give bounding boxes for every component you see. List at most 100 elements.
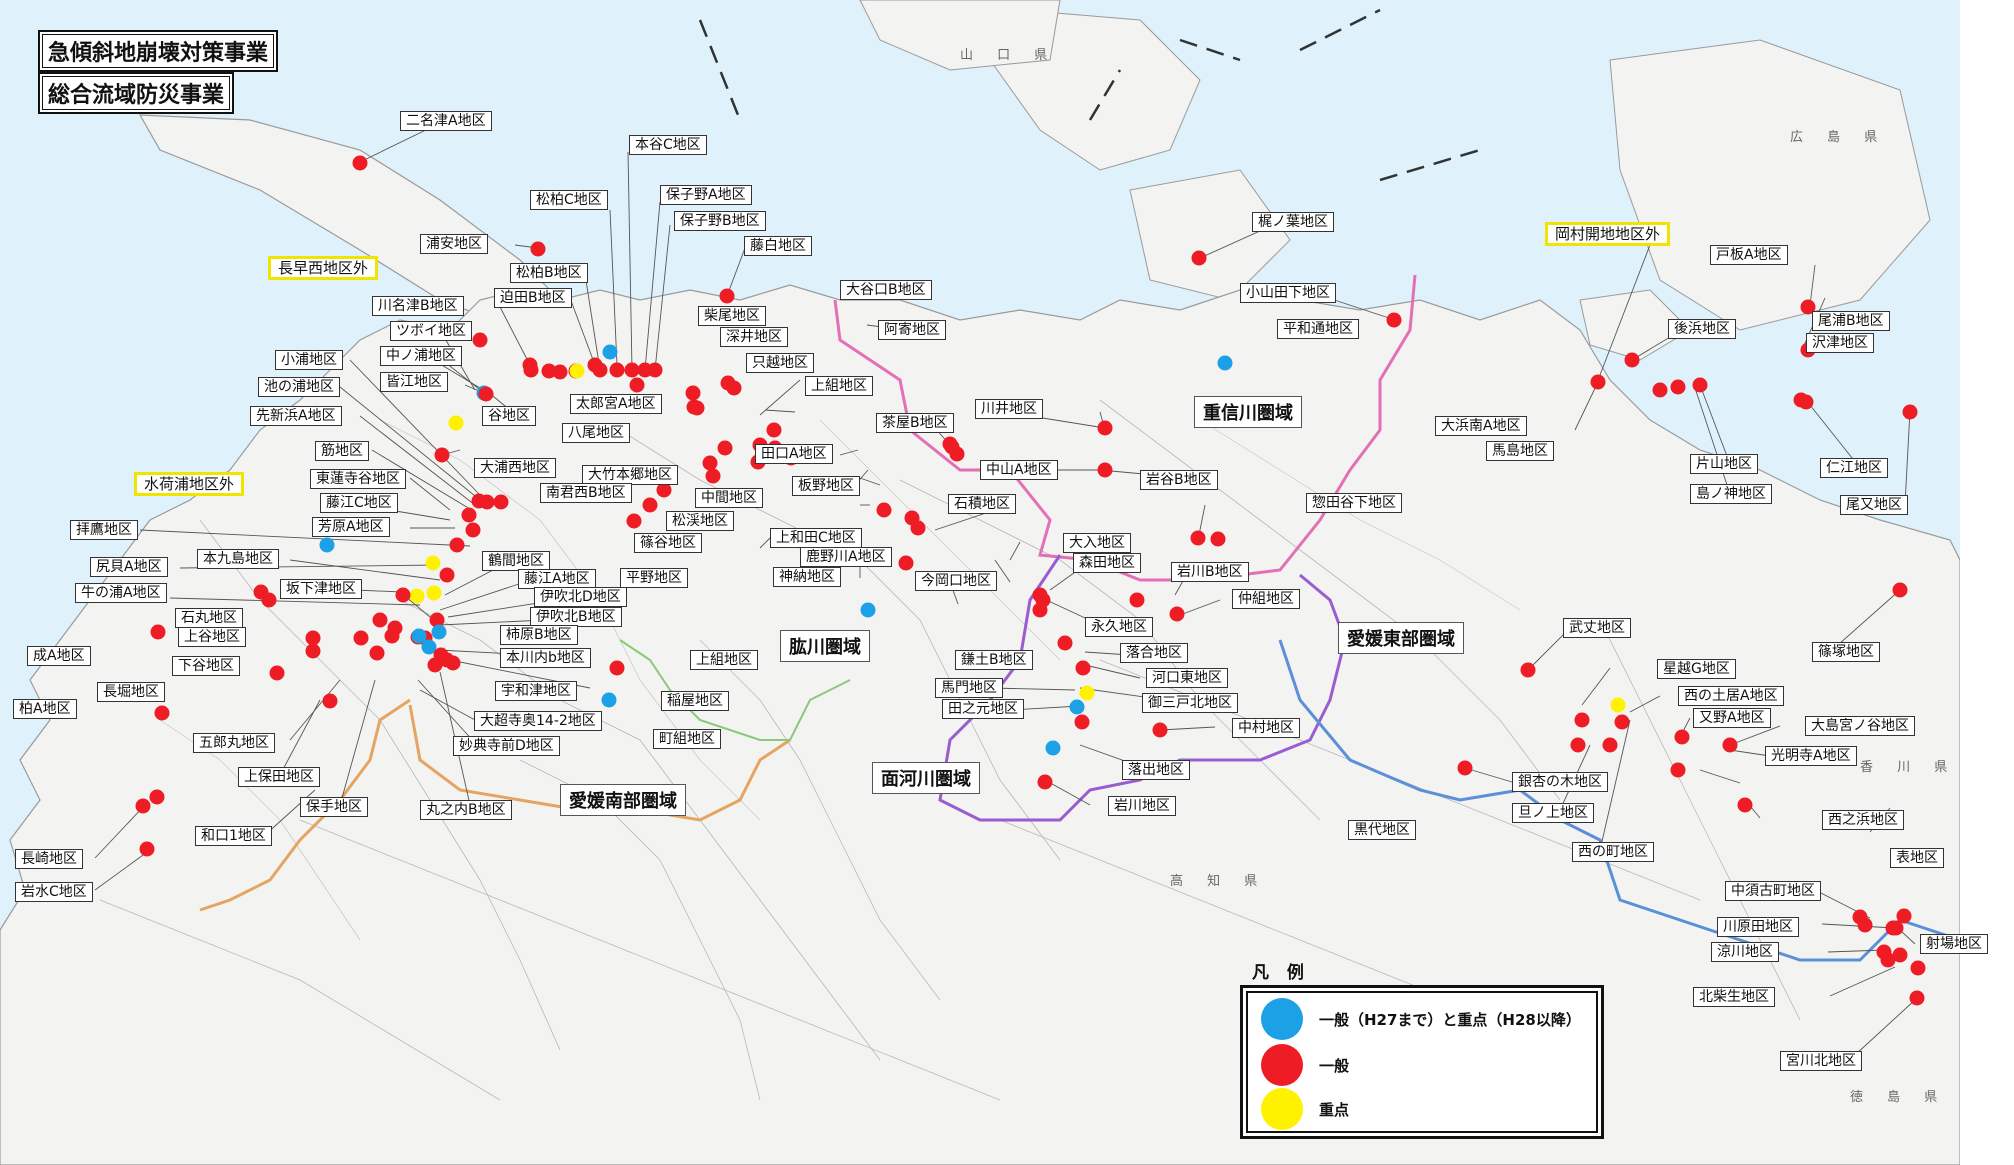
site-marker xyxy=(522,357,538,373)
legend-item-general-priority: 一般（H27まで）と重点（H28以降） xyxy=(1261,998,1581,1040)
site-marker xyxy=(261,592,277,608)
site-label: 松柏B地区 xyxy=(510,263,588,283)
site-marker xyxy=(1045,740,1061,756)
site-label: 西之浜地区 xyxy=(1822,810,1904,830)
area-omogo: 面河川圏域 xyxy=(872,762,980,794)
site-label: 伊吹北D地区 xyxy=(534,587,627,607)
legend-label: 一般（H27まで）と重点（H28以降） xyxy=(1319,1010,1581,1029)
site-marker xyxy=(609,660,625,676)
site-label: 中村地区 xyxy=(1232,718,1300,738)
outside-label-nagahaya: 長早西地区外 xyxy=(268,256,379,280)
island-yamaguchi xyxy=(859,0,1061,71)
site-marker xyxy=(1892,582,1908,598)
site-label: 川井地区 xyxy=(975,399,1043,419)
site-label: 森田地区 xyxy=(1073,553,1141,573)
site-label: 上組地区 xyxy=(690,650,758,670)
site-marker xyxy=(1910,960,1926,976)
site-label: 田口A地区 xyxy=(755,444,833,464)
site-label: 中間地区 xyxy=(695,488,763,508)
site-marker xyxy=(154,705,170,721)
pref-kagawa: 香 川 県 xyxy=(1860,760,1958,775)
site-marker xyxy=(1069,699,1085,715)
site-marker xyxy=(1097,462,1113,478)
site-marker xyxy=(1602,737,1618,753)
site-label: 松柏C地区 xyxy=(530,190,608,210)
site-marker xyxy=(685,385,701,401)
site-label: 落出地区 xyxy=(1122,760,1190,780)
island-central xyxy=(1129,169,1291,301)
ferry-routes xyxy=(698,8,1481,182)
island-east-small xyxy=(1579,289,1691,361)
site-label: 町組地区 xyxy=(653,729,721,749)
site-label: 五郎丸地区 xyxy=(193,733,275,753)
site-marker xyxy=(1520,662,1536,678)
pref-hiroshima: 広 島 県 xyxy=(1790,130,1888,145)
site-marker xyxy=(609,362,625,378)
site-label: 谷地区 xyxy=(482,406,536,426)
legend-label: 重点 xyxy=(1319,1100,1350,1119)
site-marker xyxy=(1074,714,1090,730)
island-ne xyxy=(1609,39,1931,331)
pref-kochi: 高 知 県 xyxy=(1170,874,1268,889)
site-marker xyxy=(384,628,400,644)
site-marker xyxy=(530,241,546,257)
site-label: 東蓮寺谷地区 xyxy=(310,469,406,489)
site-label: 藤江A地区 xyxy=(518,569,596,589)
site-marker xyxy=(1670,379,1686,395)
site-marker xyxy=(552,364,568,380)
site-marker xyxy=(445,655,461,671)
site-label: 岩川B地区 xyxy=(1171,562,1249,582)
site-label: 川名津B地区 xyxy=(372,296,464,316)
site-label: 沢津地区 xyxy=(1806,333,1874,353)
site-label: 妙典寺前D地区 xyxy=(453,736,560,756)
site-marker xyxy=(1852,909,1868,925)
site-marker xyxy=(1210,531,1226,547)
site-label: 片山地区 xyxy=(1690,454,1758,474)
site-label: 尻貝A地区 xyxy=(90,557,168,577)
site-label: 筋地区 xyxy=(315,441,369,461)
site-label: 黒代地区 xyxy=(1348,820,1416,840)
site-label: 長堀地区 xyxy=(97,682,165,702)
site-label: 池の浦地区 xyxy=(258,377,340,397)
site-marker xyxy=(1037,774,1053,790)
site-label: 旦ノ上地区 xyxy=(1512,803,1594,823)
site-marker xyxy=(541,363,557,379)
site-label: 馬島地区 xyxy=(1486,441,1554,461)
site-marker xyxy=(1880,952,1896,968)
site-label: 今岡口地区 xyxy=(915,571,997,591)
site-label: 大浜南A地区 xyxy=(1435,416,1527,436)
site-marker xyxy=(1097,420,1113,436)
site-label: 中山A地区 xyxy=(980,460,1058,480)
site-label: 上谷地区 xyxy=(178,627,246,647)
site-marker xyxy=(1191,250,1207,266)
site-label: 大浦西地区 xyxy=(474,458,556,478)
site-label: 迫田B地区 xyxy=(494,288,572,308)
site-marker xyxy=(1674,729,1690,745)
site-marker xyxy=(656,482,672,498)
site-marker xyxy=(1692,377,1708,393)
site-label: 仁江地区 xyxy=(1820,458,1888,478)
site-marker xyxy=(1574,712,1590,728)
site-marker xyxy=(1032,602,1048,618)
site-label: 大島宮ノ谷地区 xyxy=(1805,716,1915,736)
site-marker xyxy=(305,630,321,646)
site-label: 保子野A地区 xyxy=(660,185,752,205)
site-marker xyxy=(1152,722,1168,738)
site-label: 伊吹北B地区 xyxy=(530,607,622,627)
site-label: 岩水C地区 xyxy=(15,882,93,902)
site-label: 大竹本郷地区 xyxy=(582,465,678,485)
site-marker xyxy=(876,502,892,518)
site-label: 島ノ神地区 xyxy=(1690,484,1772,504)
site-label: 篠塚地区 xyxy=(1812,642,1880,662)
boundary-ehime-east xyxy=(1278,639,1960,962)
site-label: 岩川地区 xyxy=(1108,796,1176,816)
site-marker xyxy=(629,377,645,393)
base-map xyxy=(0,0,1960,1165)
site-marker xyxy=(1888,920,1904,936)
site-label: 宇和津地区 xyxy=(495,681,577,701)
site-marker xyxy=(322,693,338,709)
site-marker xyxy=(1737,797,1753,813)
site-marker xyxy=(705,468,721,484)
legend-title: 凡 例 xyxy=(1252,963,1310,983)
site-label: 梶ノ葉地区 xyxy=(1252,212,1334,232)
